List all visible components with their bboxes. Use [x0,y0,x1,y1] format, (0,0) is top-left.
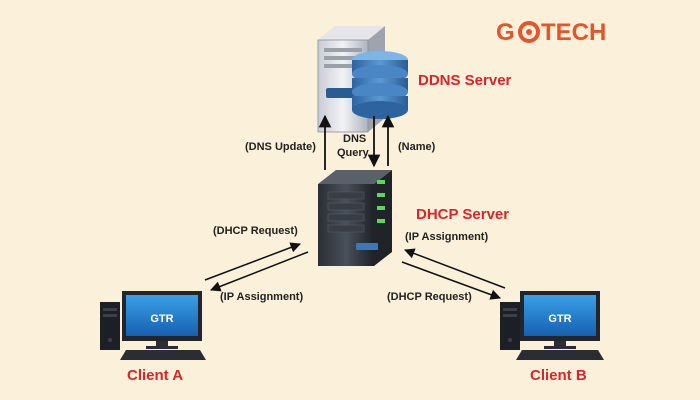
logo-camera-icon [518,21,540,43]
logo-text-g: G [496,19,515,46]
ddns-server-label: DDNS Server [418,72,512,89]
client-b-label: Client B [530,367,587,384]
client-a-assign-label: (IP Assignment) [220,291,303,303]
ddns-server-icon [317,26,408,133]
client-b-request-label: (DHCP Request) [387,291,472,303]
logo-text-tech: TECH [541,19,606,46]
client-b-screen-logo: GTR [548,313,571,325]
dhcp-server-icon [318,170,392,266]
dns-query-label-line2: Query [337,147,370,159]
dhcp-server-label: DHCP Server [416,206,509,223]
dns-update-label: (DNS Update) [245,141,316,153]
client-b-request-arrow [401,261,501,300]
client-a-request-arrow [204,242,301,281]
gotech-logo: G TECH [496,19,606,46]
name-label: (Name) [398,141,436,153]
client-b-assign-arrow [404,248,506,289]
client-b-assign-label: (IP Assignment) [405,231,488,243]
client-a-request-label: (DHCP Request) [213,225,298,237]
client-a-screen-logo: GTR [150,313,173,325]
client-b-computer-icon: GTR [500,291,604,360]
dns-query-label-line1: DNS [343,133,366,145]
client-a-assign-arrow [210,251,309,292]
client-a-label: Client A [127,367,183,384]
client-a-computer-icon: GTR [100,291,206,360]
